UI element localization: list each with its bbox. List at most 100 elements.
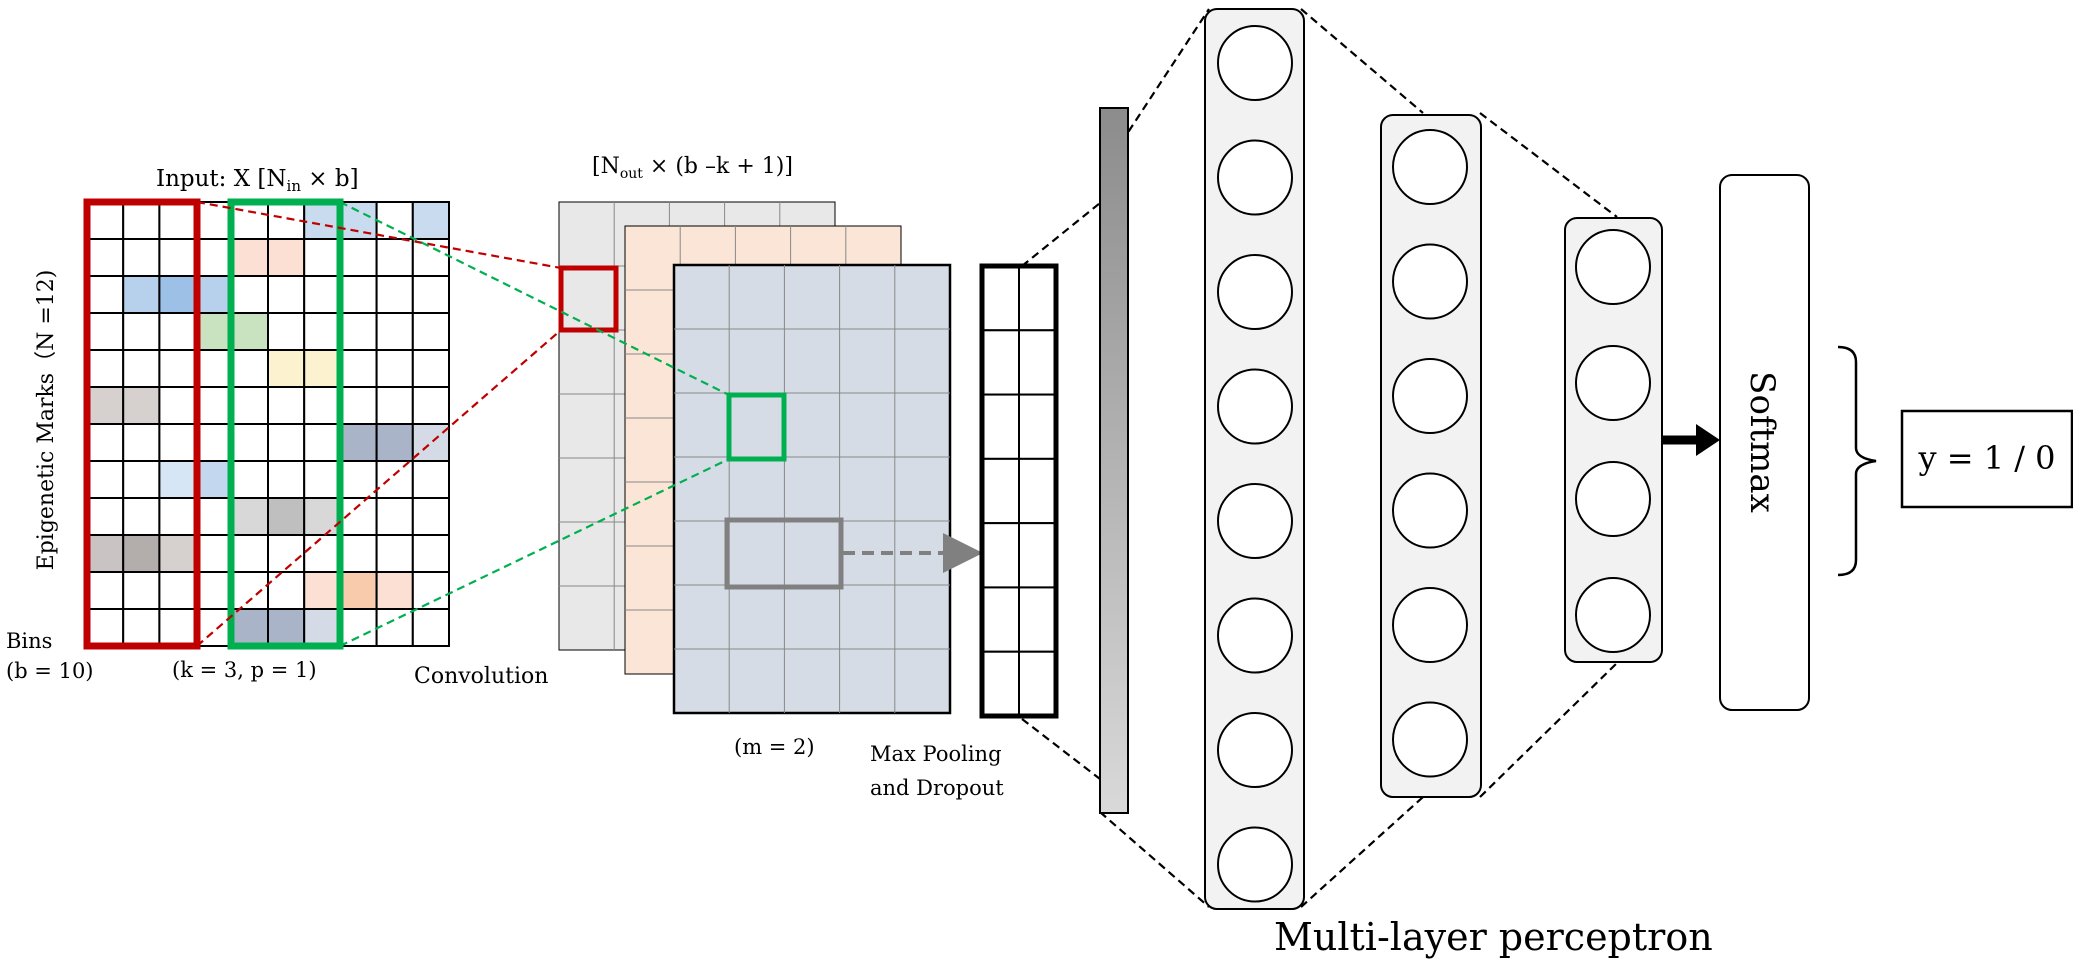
softmax-box [1719,174,1810,711]
input-cell [122,238,161,277]
input-matrix [86,201,450,647]
input-cell [194,460,233,499]
input-cell [194,275,233,314]
bins-label-line2: (b = 10) [6,659,94,683]
mlp-layer-2 [1380,114,1482,798]
input-cell [86,312,125,351]
neuron [1217,483,1293,559]
mlp-layer-3 [1564,217,1663,663]
input-cell [411,497,450,536]
input-cell [375,238,414,277]
input-cell [267,534,306,573]
input-cell [267,460,306,499]
pooled-cell [981,586,1020,653]
input-cell [158,460,197,499]
input-cell [411,275,450,314]
mlp-label: Multi-layer perceptron [1274,915,1713,959]
pooled-vector [979,263,1059,719]
neuron [1217,712,1293,788]
neuron [1392,243,1468,320]
input-cell [158,349,197,388]
input-cell [86,238,125,277]
mlp-layers [1204,8,1663,910]
input-cell [230,460,270,499]
projection-lines [196,8,1618,908]
output-shape-label: [Nout × (b –k + 1)] [592,154,793,182]
input-cell [267,423,306,462]
input-cell [267,386,306,425]
input-cell [303,312,342,351]
pooled-cell [1018,265,1057,332]
input-cell [86,275,125,314]
input-cell [194,608,233,647]
input-cell [375,386,414,425]
input-cell [411,423,450,462]
input-cell [303,608,342,647]
input-cell [86,608,125,647]
input-cell [339,312,378,351]
neuron [1217,25,1293,101]
pooled-cell [1018,650,1057,718]
input-cell [194,386,233,425]
input-cell [303,275,342,314]
neuron [1392,587,1468,663]
input-cell [122,571,161,610]
input-cell [194,312,233,351]
pooled-cell [981,650,1020,718]
input-cell [230,534,270,573]
input-cell [375,423,414,462]
pooled-cell [1018,393,1057,460]
kernel-red-highlight [83,198,201,650]
feature-map-3 [672,263,952,715]
input-cell [375,460,414,499]
pooled-cell [981,457,1020,525]
pooled-cell [1018,586,1057,653]
input-cell [339,238,378,277]
input-cell [230,497,270,536]
input-cell [230,386,270,425]
input-cell [375,349,414,388]
input-cell [375,201,414,240]
input-cell [375,534,414,573]
input-cell [303,497,342,536]
input-cell [158,571,197,610]
input-cell [230,608,270,647]
input-cell [158,201,197,240]
input-cell [267,312,306,351]
input-cell [411,571,450,610]
neuron [1217,368,1293,445]
input-cell [158,238,197,277]
input-cell [194,423,233,462]
input-cell [303,238,342,277]
input-cell [267,201,306,240]
feature-map-stack [558,201,952,715]
input-cell [122,201,161,240]
input-cell [230,238,270,277]
neuron [1392,358,1468,434]
input-cell [339,349,378,388]
input-cell [86,201,125,240]
input-cell [339,571,378,610]
input-cell [194,571,233,610]
input-cell [122,312,161,351]
softmax-arrowhead [1696,424,1720,456]
neuron [1392,701,1468,778]
input-cell [230,312,270,351]
softmax-label: Softmax [1742,371,1782,513]
input-cell [122,534,161,573]
kernel-green-highlight [227,198,344,650]
input-cell [303,423,342,462]
pooled-cell [981,265,1020,332]
pool-size-label: (m = 2) [734,735,815,759]
input-cell [122,349,161,388]
input-cell [303,534,342,573]
input-cell [303,201,342,240]
input-cell [339,386,378,425]
maxpool-label-line1: Max Pooling [870,742,1002,766]
input-cell [375,497,414,536]
input-cell [86,423,125,462]
input-cell [375,608,414,647]
marks-axis-label: Epigenetic Marks（N =12) [34,270,59,571]
input-cell [339,534,378,573]
